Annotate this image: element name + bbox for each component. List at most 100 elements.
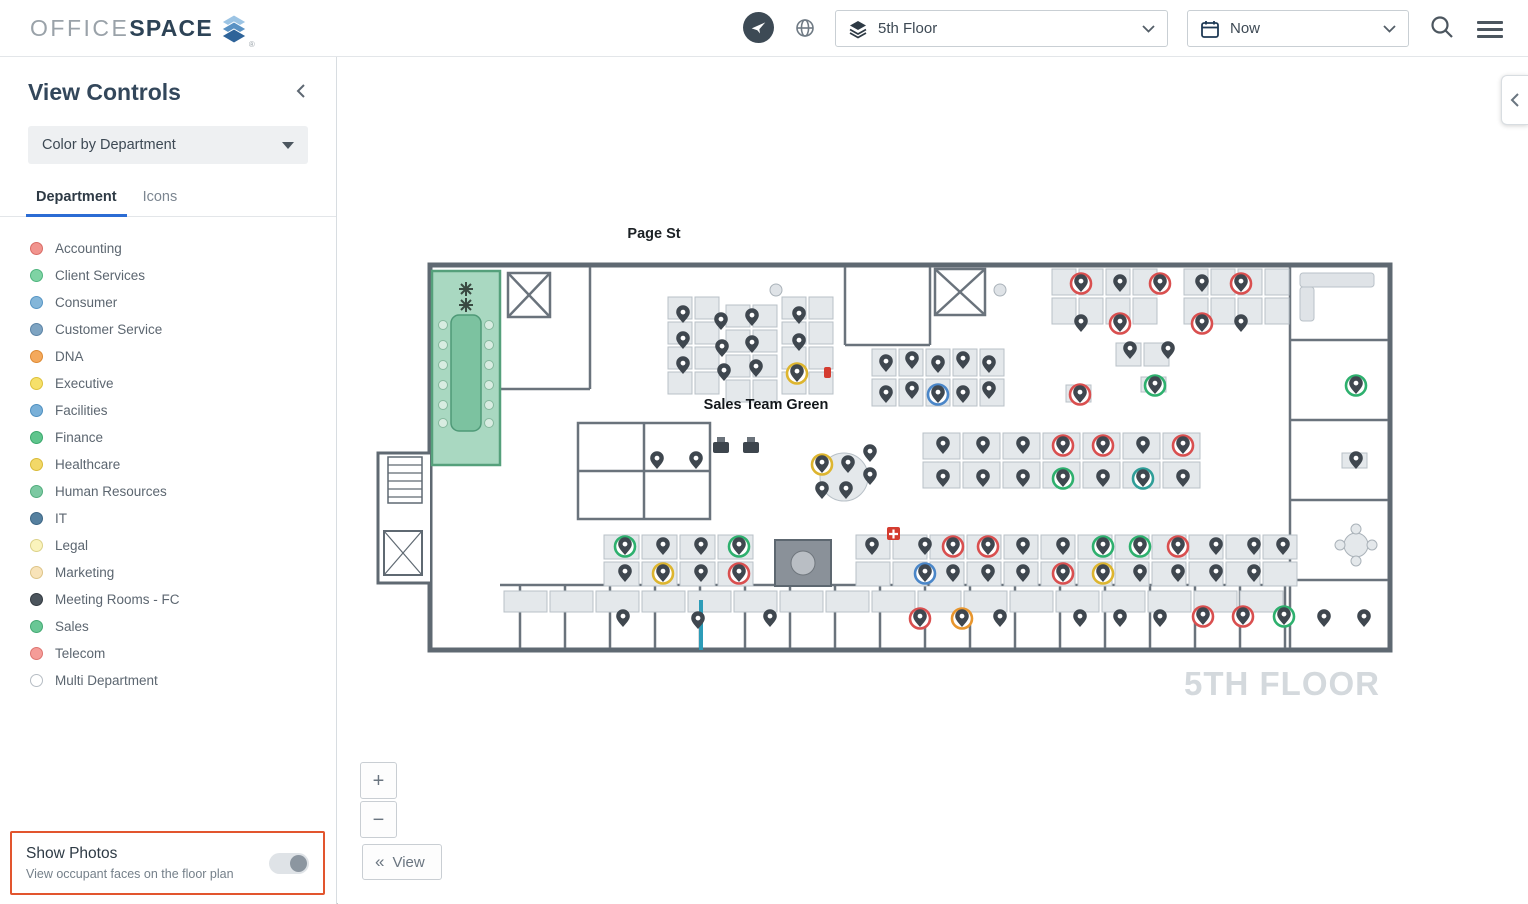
announcement-button[interactable]: [743, 12, 774, 43]
seat-pin[interactable]: [1108, 312, 1132, 335]
seat-pin[interactable]: [1131, 467, 1155, 490]
seat-pin[interactable]: [1016, 436, 1030, 454]
seat-pin[interactable]: [676, 356, 690, 374]
seat-pin[interactable]: [676, 305, 690, 323]
seat-pin[interactable]: [691, 611, 705, 629]
color-by-dropdown[interactable]: Color by Department: [28, 126, 308, 164]
seat-pin[interactable]: [1349, 451, 1363, 469]
seat-pin[interactable]: [981, 564, 995, 582]
seat-pin[interactable]: [694, 564, 708, 582]
search-button[interactable]: [1428, 14, 1456, 42]
seat-pin[interactable]: [1191, 605, 1215, 628]
seat-pin[interactable]: [1051, 562, 1075, 585]
seat-pin[interactable]: [749, 359, 763, 377]
seat-pin[interactable]: [1153, 609, 1167, 627]
seat-pin[interactable]: [976, 469, 990, 487]
legend-item-it[interactable]: IT: [30, 505, 336, 532]
seat-pin[interactable]: [905, 351, 919, 369]
seat-pin[interactable]: [1133, 564, 1147, 582]
legend-item-telecom[interactable]: Telecom: [30, 640, 336, 667]
seat-pin[interactable]: [905, 381, 919, 399]
seat-pin[interactable]: [689, 451, 703, 469]
legend-item-marketing[interactable]: Marketing: [30, 559, 336, 586]
seat-pin[interactable]: [1209, 537, 1223, 555]
seat-pin[interactable]: [936, 436, 950, 454]
seat-pin[interactable]: [926, 383, 950, 406]
seat-pin[interactable]: [676, 331, 690, 349]
seat-pin[interactable]: [956, 385, 970, 403]
seat-pin[interactable]: [982, 381, 996, 399]
legend-item-customer-service[interactable]: Customer Service: [30, 316, 336, 343]
expand-right-panel-button[interactable]: [1501, 75, 1528, 125]
time-selector[interactable]: Now: [1187, 10, 1409, 47]
seat-pin[interactable]: [863, 444, 877, 462]
seat-pin[interactable]: [982, 355, 996, 373]
seat-pin[interactable]: [913, 562, 937, 585]
seat-pin[interactable]: [1143, 374, 1167, 397]
legend-item-client-services[interactable]: Client Services: [30, 262, 336, 289]
seat-pin[interactable]: [1247, 564, 1261, 582]
menu-button[interactable]: [1477, 17, 1505, 41]
seat-pin[interactable]: [785, 362, 809, 385]
legend-item-accounting[interactable]: Accounting: [30, 235, 336, 262]
zoom-out-button[interactable]: −: [360, 801, 397, 838]
seat-pin[interactable]: [792, 306, 806, 324]
seat-pin[interactable]: [908, 607, 932, 630]
seat-pin[interactable]: [1229, 272, 1253, 295]
seat-pin[interactable]: [941, 535, 965, 558]
seat-pin[interactable]: [763, 609, 777, 627]
seat-pin[interactable]: [1113, 274, 1127, 292]
seat-pin[interactable]: [1247, 537, 1261, 555]
legend-item-sales[interactable]: Sales: [30, 613, 336, 640]
seat-pin[interactable]: [1091, 434, 1115, 457]
seat-pin[interactable]: [1069, 272, 1093, 295]
seat-pin[interactable]: [1344, 374, 1368, 397]
seat-pin[interactable]: [613, 535, 637, 558]
seat-pin[interactable]: [715, 339, 729, 357]
seat-pin[interactable]: [1091, 535, 1115, 558]
seat-pin[interactable]: [865, 537, 879, 555]
seat-pin[interactable]: [993, 609, 1007, 627]
seat-pin[interactable]: [1123, 341, 1137, 359]
seat-pin[interactable]: [1051, 434, 1075, 457]
seat-pin[interactable]: [1091, 562, 1115, 585]
seat-pin[interactable]: [727, 535, 751, 558]
seat-pin[interactable]: [879, 354, 893, 372]
floor-plan[interactable]: Page St Sales Team Green 5TH FLOOR: [338, 57, 1528, 904]
legend-item-legal[interactable]: Legal: [30, 532, 336, 559]
seat-pin[interactable]: [1073, 609, 1087, 627]
seat-pin[interactable]: [1209, 564, 1223, 582]
seat-pin[interactable]: [694, 537, 708, 555]
seat-pin[interactable]: [931, 355, 945, 373]
seat-pin[interactable]: [1056, 537, 1070, 555]
seat-pin[interactable]: [918, 537, 932, 555]
seat-pin[interactable]: [1272, 605, 1296, 628]
seat-pin[interactable]: [879, 385, 893, 403]
seat-pin[interactable]: [1051, 467, 1075, 490]
view-button[interactable]: « View: [362, 844, 442, 880]
seat-pin[interactable]: [1190, 312, 1214, 335]
seat-pin[interactable]: [792, 333, 806, 351]
seat-pin[interactable]: [1113, 609, 1127, 627]
seat-pin[interactable]: [950, 607, 974, 630]
globe-button[interactable]: [789, 12, 820, 43]
seat-pin[interactable]: [1128, 535, 1152, 558]
legend-item-meeting-rooms-fc[interactable]: Meeting Rooms - FC: [30, 586, 336, 613]
seat-pin[interactable]: [1016, 537, 1030, 555]
seat-pin[interactable]: [1074, 314, 1088, 332]
tab-icons[interactable]: Icons: [131, 180, 190, 216]
seat-pin[interactable]: [839, 481, 853, 499]
seat-pin[interactable]: [841, 455, 855, 473]
seat-pin[interactable]: [815, 481, 829, 499]
seat-pin[interactable]: [1234, 314, 1248, 332]
seat-pin[interactable]: [1231, 605, 1255, 628]
seat-pin[interactable]: [727, 562, 751, 585]
seat-pin[interactable]: [1176, 469, 1190, 487]
seat-pin[interactable]: [1161, 341, 1175, 359]
seat-pin[interactable]: [717, 363, 731, 381]
seat-pin[interactable]: [936, 469, 950, 487]
legend-item-facilities[interactable]: Facilities: [30, 397, 336, 424]
seat-pin[interactable]: [1166, 535, 1190, 558]
zoom-in-button[interactable]: +: [360, 762, 397, 799]
